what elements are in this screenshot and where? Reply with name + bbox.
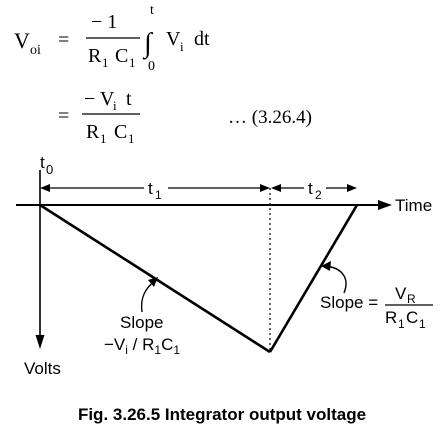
t0-sub: 0	[46, 162, 53, 177]
slope-right-den-r-sub: 1	[398, 317, 405, 331]
t2-sub: 2	[315, 188, 322, 202]
integrand-dt: dt	[194, 28, 210, 50]
frac2-num-v: − V	[84, 88, 115, 110]
slope-right-den-c-sub: 1	[419, 317, 426, 331]
slope-right-den-r: R	[385, 308, 397, 327]
t0-label: t	[40, 153, 45, 172]
frac1-den-c: C	[115, 45, 128, 67]
lhs-sub: oi	[30, 43, 41, 58]
t2-label: t	[308, 179, 313, 198]
integral-lower: 0	[148, 59, 155, 74]
t1-span-arrow-left	[40, 184, 50, 192]
frac2-num-t: t	[126, 88, 132, 110]
volts-axis-arrowhead	[35, 335, 45, 349]
output-voltage-graph	[16, 170, 392, 354]
slope-right-num: V	[395, 284, 407, 303]
integral-upper: t	[150, 3, 154, 18]
y-axis-label: Volts	[24, 359, 61, 378]
frac1-den-c-sub: 1	[129, 55, 136, 70]
slope-left-leader-arrow	[148, 277, 158, 287]
slope-right-den-c: C	[406, 308, 418, 327]
frac2-num-sub: i	[113, 98, 117, 113]
figure-caption: Fig. 3.26.5 Integrator output voltage	[78, 405, 366, 424]
frac2-den-c-sub: 1	[128, 131, 135, 146]
t2-span-arrow-left	[271, 184, 281, 192]
slope-left-label: Slope	[120, 313, 163, 332]
frac2-den-c: C	[114, 121, 127, 143]
integrand-v: V	[166, 28, 181, 50]
equation-number: … (3.26.4)	[228, 107, 312, 128]
t1-sub: 1	[155, 188, 162, 202]
frac1-den-r-sub: 1	[102, 55, 109, 70]
t1-label: t	[148, 179, 153, 198]
integrand-sub: i	[180, 39, 184, 54]
equation-block: V oi = − 1 R 1 C 1 t ∫ 0 V i dt = − V i …	[14, 3, 312, 146]
x-axis-label: Time	[395, 196, 432, 215]
slope-right-leader-arrow	[321, 261, 331, 271]
frac2-den-r-sub: 1	[100, 131, 107, 146]
graph-labels: t 0 t 1 t 2 Time Volts Slope −Vi / R1C1 …	[24, 153, 433, 378]
t2-span-arrow-right	[347, 184, 357, 192]
time-axis-arrowhead	[378, 200, 392, 210]
lhs-v: V	[14, 28, 30, 53]
eq-sign-1: =	[58, 29, 69, 51]
frac1-numerator: − 1	[91, 11, 117, 33]
slope-left-expr: −Vi / R1C1	[104, 335, 180, 357]
slope-right-label: Slope =	[320, 293, 378, 312]
frac2-den-r: R	[86, 121, 100, 143]
integral-sign: ∫	[142, 28, 154, 60]
t1-span-arrow-right	[260, 184, 270, 192]
frac1-den-r: R	[88, 45, 102, 67]
slope-right-num-sub: R	[407, 292, 416, 306]
eq-sign-2: =	[58, 105, 69, 127]
ramp-up-line	[268, 204, 359, 353]
